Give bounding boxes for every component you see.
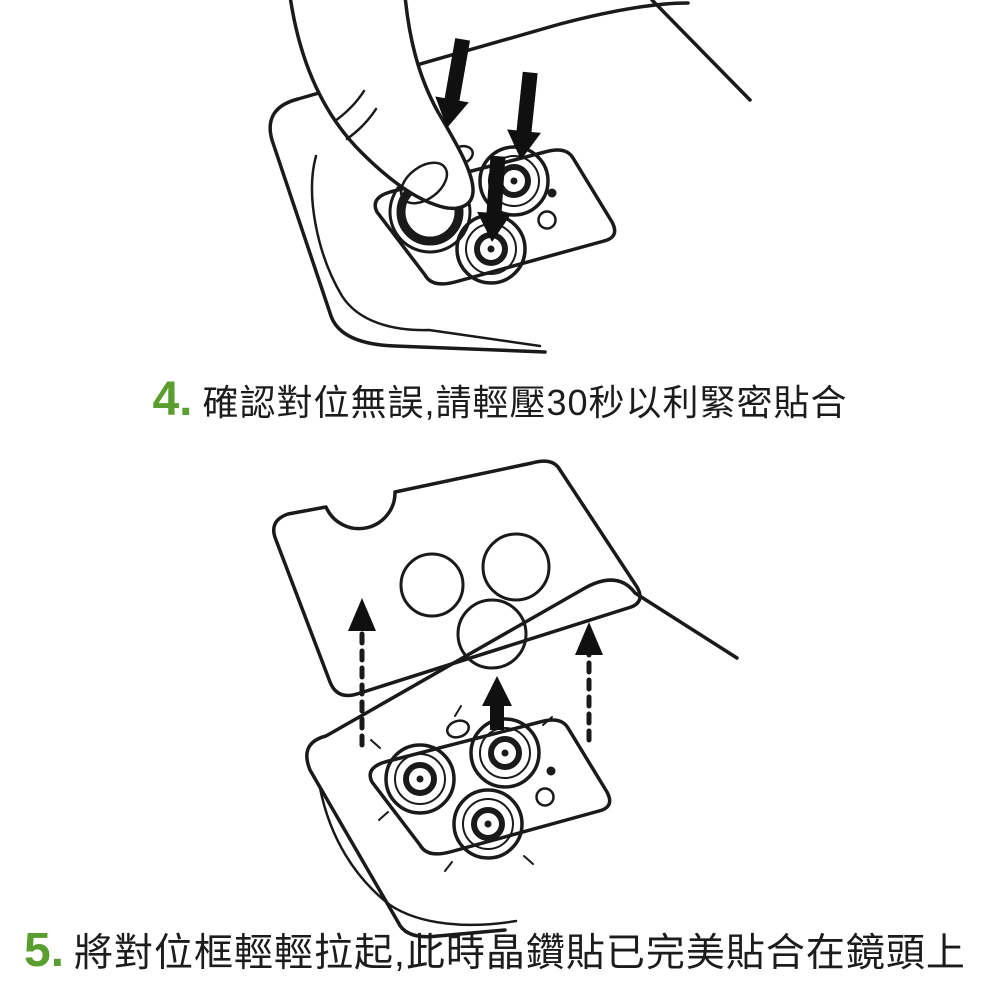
step-5-number: 5.	[24, 924, 65, 977]
lift-illustration	[272, 459, 739, 939]
sensor-circle	[535, 787, 555, 807]
finger	[288, 0, 475, 211]
mic-dot	[547, 188, 557, 198]
solid-up-arrow-icon	[482, 676, 512, 730]
frame-hole	[481, 532, 551, 602]
camera-plate	[368, 718, 612, 856]
sparkle-marks	[370, 705, 553, 872]
lens-bottom	[452, 788, 524, 860]
sensor-circle	[537, 210, 557, 230]
phone-inner-edge	[310, 154, 542, 348]
step-4-number: 4.	[152, 373, 193, 426]
phone-right-edge	[650, 0, 752, 102]
lens-top-left	[384, 743, 456, 815]
flash-mark	[446, 719, 470, 739]
frame-hole	[399, 552, 465, 618]
down-arrow-icon	[507, 71, 541, 160]
phone-outline	[268, 1, 690, 354]
mic-dot	[546, 766, 556, 776]
frame-outline	[272, 459, 642, 698]
press-illustration	[268, 0, 752, 354]
step-4-row: 4.確認對位無誤,請輕壓30秒以利緊密貼合	[0, 372, 1000, 427]
frame-hole	[456, 598, 528, 670]
step-4-text: 確認對位無誤,請輕壓30秒以利緊密貼合	[202, 382, 848, 423]
down-arrow-icon	[477, 155, 511, 242]
finger-outline	[288, 0, 475, 211]
up-arrowhead-icon	[348, 598, 376, 631]
down-arrow-icon	[435, 38, 471, 128]
fingernail	[399, 161, 449, 205]
alignment-frame	[272, 459, 642, 698]
press-arrows	[435, 38, 541, 242]
phone-outline	[305, 578, 739, 939]
step-5-text: 將對位框輕輕拉起,此時晶鑽貼已完美貼合在鏡頭上	[74, 932, 966, 975]
finger-crease	[333, 89, 378, 141]
phone-inner-edge	[318, 786, 518, 927]
up-arrowhead-icon	[575, 622, 603, 655]
step-5-row: 5.將對位框輕輕拉起,此時晶鑽貼已完美貼合在鏡頭上	[24, 922, 966, 978]
lift-arrows	[348, 598, 603, 748]
lens-top-right	[469, 717, 541, 789]
